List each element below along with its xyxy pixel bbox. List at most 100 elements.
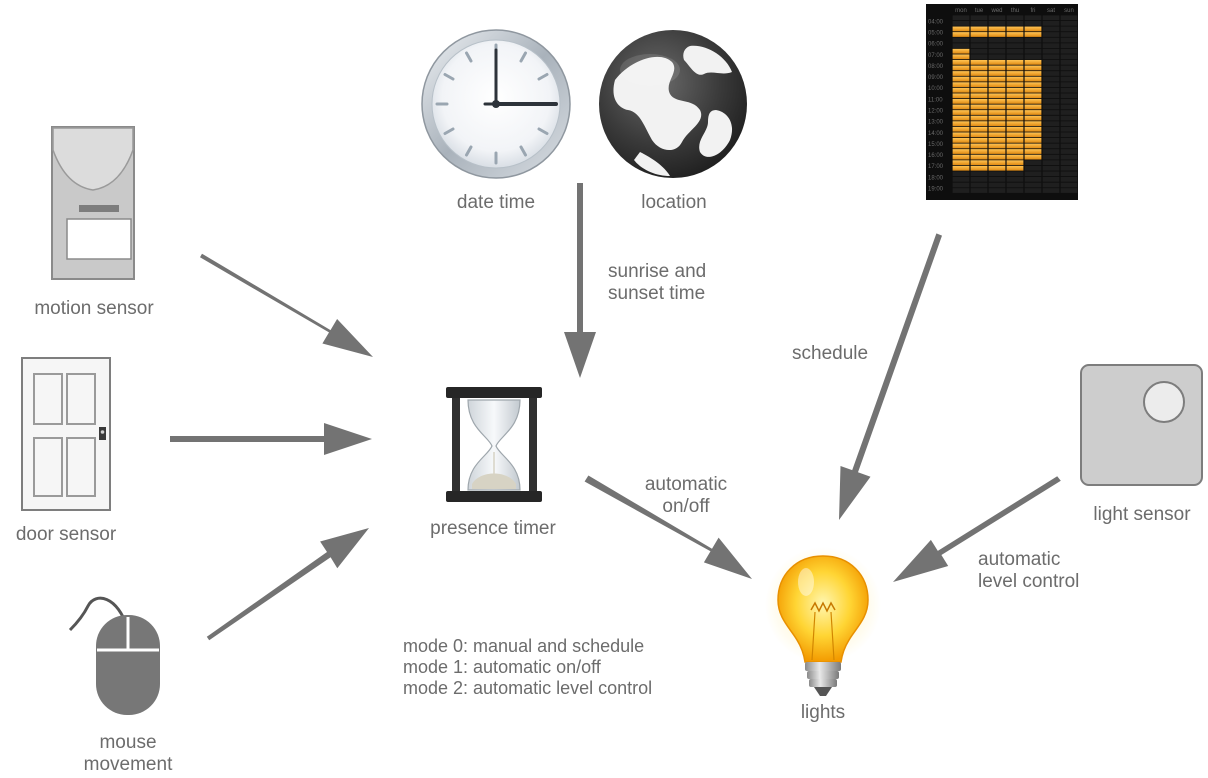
schedule-cell-on (1024, 154, 1042, 160)
schedule-day-label: sat (1047, 8, 1055, 14)
schedule-cell-on (1006, 32, 1024, 37)
schedule-cell-off (1006, 48, 1024, 54)
schedule-day-label: thu (1011, 8, 1019, 14)
lights-label: lights (800, 702, 846, 723)
schedule-cell-off (1024, 54, 1042, 60)
schedule-cell-on (1006, 71, 1024, 76)
schedule-cell-on (1024, 71, 1042, 76)
schedule-cell-on (1024, 82, 1042, 88)
schedule-cell-off (1060, 48, 1078, 54)
schedule-cell-on (988, 98, 1006, 104)
schedule-cell-off (988, 176, 1006, 182)
schedule-cell-on (952, 48, 970, 54)
schedule-cell-off (1024, 171, 1042, 177)
schedule-cell-off (1042, 48, 1060, 54)
schedule-cell-on (1006, 76, 1024, 82)
schedule-cell-off (1006, 54, 1024, 60)
schedule-cell-off (1042, 76, 1060, 82)
schedule-cell-on (1006, 104, 1024, 110)
schedule-cell-on (988, 65, 1006, 71)
schedule-cell-on (970, 82, 988, 88)
schedule-cell-off (1060, 20, 1078, 26)
schedule-cell-on (952, 32, 970, 37)
schedule-cell-on (952, 54, 970, 60)
mode-0-text: mode 0: manual and schedule (403, 636, 645, 656)
schedule-cell-off (1060, 71, 1078, 76)
schedule-cell-on (988, 82, 1006, 88)
schedule-edge-label: schedule (792, 343, 869, 364)
schedule-cell-on (970, 121, 988, 127)
schedule-cell-off (988, 43, 1006, 49)
schedule-cell-off (1042, 154, 1060, 160)
schedule-cell-on (970, 59, 988, 65)
schedule-cell-on (952, 71, 970, 76)
schedule-cell-off (1042, 82, 1060, 88)
schedule-day-label: mon (955, 8, 967, 14)
arrow-mouse-to-timer (206, 528, 369, 641)
schedule-cell-off (988, 171, 1006, 177)
schedule-cell-on (988, 76, 1006, 82)
schedule-cell-on (988, 137, 1006, 143)
schedule-cell-off (988, 48, 1006, 54)
schedule-cell-off (1042, 59, 1060, 65)
schedule-cell-on (988, 71, 1006, 76)
schedule-cell-off (1042, 165, 1060, 171)
schedule-cell-off (1060, 132, 1078, 138)
schedule-cell-off (970, 43, 988, 49)
schedule-cell-on (1024, 87, 1042, 93)
schedule-cell-on (988, 115, 1006, 121)
schedule-cell-off (1060, 176, 1078, 182)
schedule-cell-off (1024, 43, 1042, 49)
schedule-cell-on (1024, 93, 1042, 99)
schedule-cell-off (970, 176, 988, 182)
schedule-cell-on (1006, 126, 1024, 132)
schedule-cell-off (1042, 121, 1060, 127)
schedule-cell-on (1024, 121, 1042, 127)
schedule-cell-off (1060, 143, 1078, 149)
schedule-cell-on (1024, 98, 1042, 104)
schedule-cell-off (970, 15, 988, 21)
schedule-cell-on (1006, 160, 1024, 166)
schedule-cell-off (1060, 104, 1078, 110)
schedule-cell-on (952, 59, 970, 65)
schedule-cell-on (1024, 32, 1042, 37)
schedule-hour-label: 09:00 (928, 75, 944, 81)
schedule-cell-on (988, 104, 1006, 110)
schedule-cell-on (1006, 93, 1024, 99)
door-icon (21, 357, 111, 511)
clock-icon (421, 29, 571, 179)
schedule-cell-on (952, 98, 970, 104)
schedule-cell-on (952, 137, 970, 143)
schedule-cell-on (970, 160, 988, 166)
schedule-hour-label: 13:00 (928, 120, 944, 126)
schedule-cell-off (970, 188, 988, 193)
schedule-cell-on (1006, 82, 1024, 88)
location-label: location (641, 192, 707, 213)
schedule-cell-off (1060, 87, 1078, 93)
schedule-cell-off (952, 176, 970, 182)
schedule-cell-on (1024, 132, 1042, 138)
schedule-cell-off (1060, 115, 1078, 121)
schedule-cell-on (1024, 76, 1042, 82)
schedule-cell-off (1060, 32, 1078, 37)
schedule-cell-on (988, 149, 1006, 154)
schedule-cell-on (970, 93, 988, 99)
arrow-lightsensor-to-lights (893, 476, 1061, 582)
schedule-cell-off (1060, 188, 1078, 193)
schedule-cell-on (970, 65, 988, 71)
schedule-cell-on (970, 26, 988, 32)
schedule-cell-on (988, 126, 1006, 132)
schedule-hour-label: 06:00 (928, 42, 944, 48)
mouse-movement-label: mouse movement (83, 732, 173, 775)
schedule-hour-label: 17:00 (928, 164, 944, 170)
schedule-hour-label: 15:00 (928, 142, 944, 148)
schedule-cell-off (988, 37, 1006, 43)
schedule-cell-on (1006, 165, 1024, 171)
schedule-cell-off (1060, 165, 1078, 171)
schedule-cell-on (952, 143, 970, 149)
schedule-cell-off (1042, 98, 1060, 104)
schedule-cell-on (1006, 59, 1024, 65)
schedule-cell-off (970, 48, 988, 54)
schedule-cell-off (1006, 20, 1024, 26)
